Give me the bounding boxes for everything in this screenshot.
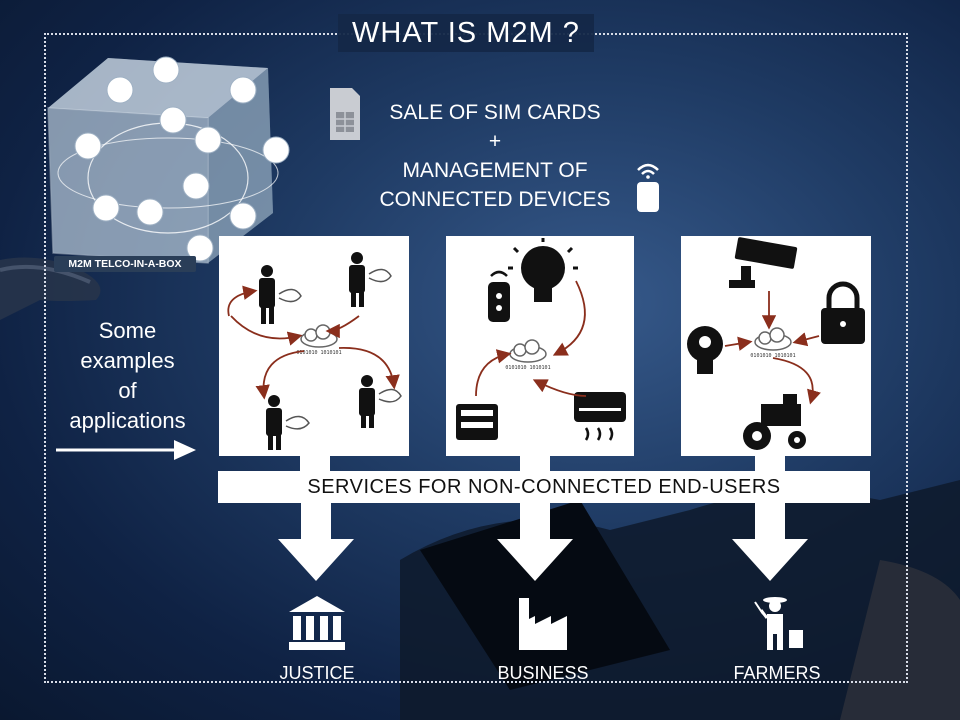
cloud-icon: 0101010 1010101 [750, 327, 796, 359]
factory-icon [519, 598, 567, 650]
header-line-1: SALE OF SIM CARDS [389, 101, 601, 124]
target-business: BUSINESS [488, 594, 598, 684]
target-label-business: BUSINESS [497, 663, 589, 683]
side-line-4: applications [69, 408, 186, 433]
header-line-3: MANAGEMENT OF [402, 159, 588, 182]
header-line-4: CONNECTED DEVICES [379, 188, 611, 211]
down-arrow-business [497, 503, 573, 581]
page-title: WHAT IS M2M ? [338, 14, 594, 52]
bulb-icon [508, 238, 578, 302]
sim-card-icon [330, 88, 360, 140]
svg-text:0101010 1010101: 0101010 1010101 [505, 365, 550, 371]
background-hand-left [0, 257, 101, 320]
svg-text:0101010 1010101: 0101010 1010101 [750, 353, 795, 359]
side-text: Some examples of applications [50, 316, 205, 436]
router-icon [456, 404, 498, 440]
cloud-icon: 0101010 1010101 [505, 339, 551, 371]
farmer-icon [754, 597, 803, 650]
target-label-justice: JUSTICE [279, 663, 355, 683]
courthouse-icon [289, 596, 345, 650]
air-conditioner-icon [574, 392, 626, 441]
tractor-icon [743, 394, 806, 450]
header-line-2: + [488, 130, 502, 153]
down-arrow-farmers [732, 503, 808, 581]
target-farmers: FARMERS [722, 594, 832, 684]
camera-icon [729, 237, 798, 288]
side-line-1: Some [98, 318, 157, 343]
panel-smart-home: 0101010 1010101 [446, 236, 634, 456]
header-text: SALE OF SIM CARDS + MANAGEMENT OF CONNEC… [360, 98, 630, 214]
side-line-2: examples [80, 348, 175, 373]
svg-text:0101010 1010101: 0101010 1010101 [296, 350, 341, 356]
panel-wearables: 0101010 1010101 [219, 236, 409, 456]
m2m-cube-illustration [47, 56, 290, 264]
down-arrow-justice [278, 503, 354, 581]
side-line-3: of [118, 378, 137, 403]
lock-icon [821, 281, 865, 344]
target-label-farmers: FARMERS [733, 663, 821, 683]
right-arrow-icon [56, 440, 196, 460]
panel-security-agriculture: 0101010 1010101 [681, 236, 871, 456]
remote-icon [488, 270, 510, 322]
target-justice: JUSTICE [262, 594, 372, 684]
cube-label: M2M TELCO-IN-A-BOX [54, 256, 196, 272]
connected-device-icon [637, 163, 659, 212]
background-hand-phone [400, 480, 960, 720]
lightbulb-icon [687, 326, 723, 374]
services-banner: SERVICES FOR NON-CONNECTED END-USERS [218, 471, 870, 503]
